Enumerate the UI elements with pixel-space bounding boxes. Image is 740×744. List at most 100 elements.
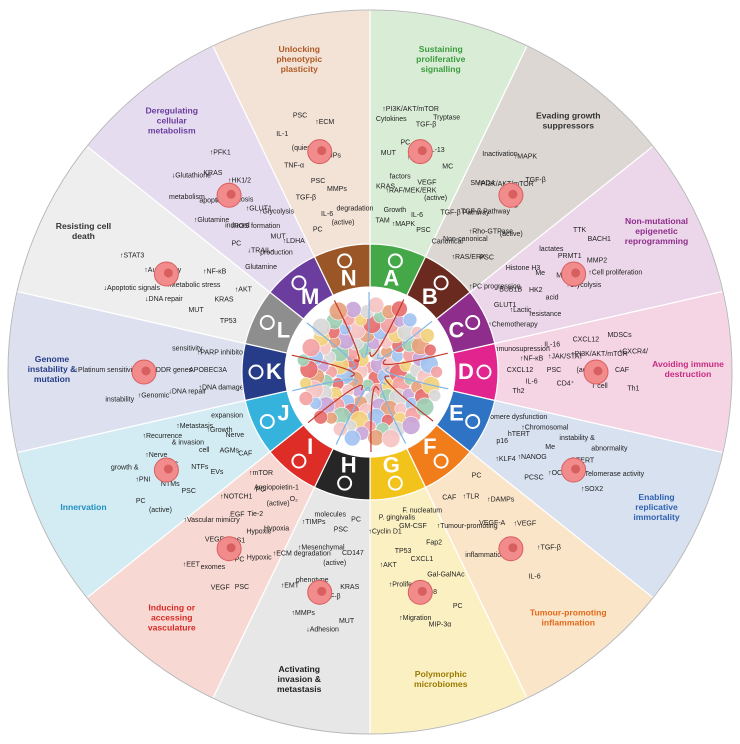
annotation-label: T cell [591,383,608,390]
ring-letter-A: A [383,265,399,290]
section-title-line: death [72,231,95,241]
ring-letter-C: C [449,317,465,342]
ring-letter-D: D [458,359,474,384]
annotation-label: KRAS [203,170,222,177]
tumour-cell-icon [423,343,437,357]
annotation-label: TAM [376,218,390,225]
labels-A: TAMKRASMUTCytokinesGrowthfactorsPC↑PI3K/… [376,106,461,234]
arrow-icon [387,253,403,269]
ring-letter-I: I [307,434,313,459]
annotation-label: ↑NF-κB [203,268,227,275]
section-title-line: mutation [34,374,70,384]
cell-nucleus-icon [163,464,173,474]
section-title-line: suppressors [542,120,594,130]
annotation-label: (active) [424,195,447,202]
annotation-label: ↓DNA repair [145,296,183,303]
annotation-label: & invasion [172,439,204,446]
annotation-label: p16 [496,438,508,445]
annotation-label: VEGF [211,584,230,591]
tumour-cell-icon [313,409,329,425]
annotation-label: ↓Adhesion [306,627,339,634]
annotation-label: P. gingivalis [379,515,416,522]
section-title-line: replicative [635,502,678,512]
cell-nucleus-icon [571,464,581,474]
annotation-label: ↑PI3K/AKT/mTOR [571,351,628,358]
annotation-label: TTK [573,227,587,234]
annotation-label: abnormality [591,446,628,453]
annotation-label: F. nucleatum [402,508,442,515]
section-title-J: Innervation [60,502,106,512]
tumour-cell-icon [402,312,418,328]
annotation-label: ↑Rho-GTPase [469,228,513,235]
tumour-cell-icon [381,429,401,448]
annotation-label: Fap2 [426,539,442,546]
labels-G: F. nucleatumFap2Gal-GalNAcPCGM-CSFCXCL1I… [368,508,465,629]
annotation-label: ↑EMT [281,583,300,590]
annotation-label: ↓Glutathione [172,173,211,180]
annotation-label: PSC [311,178,325,185]
annotation-label: PSC [547,367,561,374]
annotation-label: TP53 [395,548,412,555]
annotation-label: ↑VEGF [514,520,537,527]
annotation-label: instability & [559,435,595,442]
annotation-label: ↑Immunosupression [487,346,550,353]
section-title-line: cellular [157,115,188,125]
annotation-label: ↑AKT [235,287,253,294]
annotation-label: ↑Metastasis [176,423,213,430]
annotation-label: ↑Telomere dysfunction [478,414,548,421]
annotation-label: CAF [238,450,252,457]
annotation-label: ↑LDHA [283,238,306,245]
tumour-cell-icon [344,429,361,447]
annotation-label: production [260,250,293,257]
stroma-fiber-icon [369,299,405,357]
annotation-label: Canonical [432,238,464,245]
cell-nucleus-icon [317,146,327,156]
stroma-fiber-icon [370,386,380,453]
annotation-label: CD147 [342,550,364,557]
annotation-label: MUT [339,618,355,625]
annotation-label: IL-16 [544,341,560,348]
section-title-line: Inducing or [148,603,195,613]
annotation-label: ↑PFK1 [210,150,231,157]
annotation-label: MDSCs [607,332,632,339]
tumour-cell-icon [328,301,348,321]
annotation-label: MUT [188,307,204,314]
atom-icon [291,275,307,291]
heart-icon [291,453,307,469]
section-title-line: signalling [421,64,461,74]
section-title-line: Genome [35,354,70,364]
annotation-label: TGF-β Pathway [440,209,490,216]
immune-icon [476,364,492,380]
annotation-label: Inactivation [482,151,518,158]
section-title-line: accessing [151,613,193,623]
ring-letter-K: K [266,359,282,384]
section-title-line: Non-mutational [625,216,688,226]
annotation-label: ↑Nerve [145,452,167,459]
annotation-label: ↑Telomerase activity [581,471,645,478]
annotation-label: ↑Glycolysis [259,209,295,216]
annotation-label: ↑KLF4 [495,456,515,463]
section-title-line: metabolism [148,125,196,135]
annotation-label: CXCL12 [573,337,600,344]
annotation-label: ↑JAK/STAT [548,353,584,360]
ring-letter-G: G [383,453,400,478]
annotation-label: ↑NF-κB [520,356,544,363]
cell-nucleus-icon [417,146,427,156]
stroma-fiber-icon [292,378,358,392]
annotation-label: TGF-β [296,195,316,202]
cycle-icon [337,475,353,491]
tumour-cell-icon [428,389,442,402]
section-title-line: Tumour-promoting [530,608,607,618]
cell-nucleus-icon [226,543,236,553]
section-title-line: phenotypic [276,54,322,64]
annotation-label: instability [105,396,134,403]
annotation-label: ↑GLUT1 [246,206,272,213]
section-title-line: plasticity [281,64,318,74]
